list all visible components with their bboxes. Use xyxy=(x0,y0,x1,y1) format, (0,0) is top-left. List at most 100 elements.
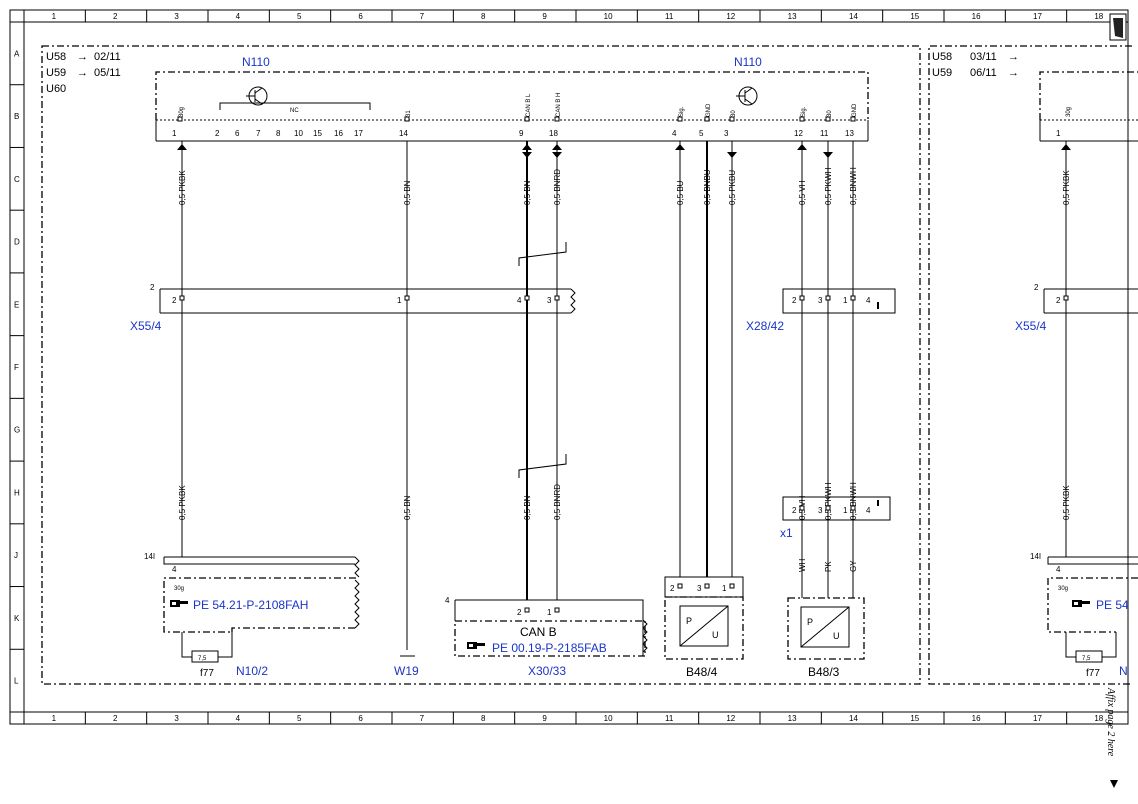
column-number: 2 xyxy=(113,12,118,21)
pin-number: 1 xyxy=(843,506,848,515)
pin-number: 4 xyxy=(866,506,871,515)
reference-link[interactable]: PE 00.19-P-2185FAB xyxy=(492,641,607,655)
pin-number: 3 xyxy=(547,296,552,305)
column-number: 14 xyxy=(849,714,858,723)
row-letter: B xyxy=(14,112,19,121)
column-number: 6 xyxy=(358,714,363,723)
column-number: 8 xyxy=(481,12,486,21)
ref-code: U59 xyxy=(932,67,952,79)
ref-page: 02/11 xyxy=(94,51,121,63)
wire-label-upper: 0,5 BNWH xyxy=(849,167,858,205)
column-number: 12 xyxy=(726,12,735,21)
pin-number: 3 xyxy=(697,584,702,593)
connector-edge: 2 xyxy=(150,283,155,292)
wire-label-upper: 0,5 PKBK xyxy=(1062,170,1071,205)
pin-name: Sig. xyxy=(679,106,685,117)
column-number: 15 xyxy=(910,714,919,723)
corner-label: 4 xyxy=(445,596,450,605)
reference-hand-icon xyxy=(1072,600,1090,607)
component-name: W19 xyxy=(394,664,419,678)
reference-hand-icon xyxy=(170,600,188,607)
column-number: 5 xyxy=(297,714,302,723)
row-letter: G xyxy=(14,426,20,435)
pin-number: 8 xyxy=(276,129,281,138)
column-number: 3 xyxy=(174,714,179,723)
pin-name: CAN B H xyxy=(556,93,562,117)
component-name: N xyxy=(1119,664,1128,678)
module-label-left: N110 xyxy=(242,55,270,69)
column-number: 17 xyxy=(1033,12,1042,21)
connector-x1: x1 xyxy=(780,496,891,540)
pin-number: 1 xyxy=(397,296,402,305)
column-number: 17 xyxy=(1033,714,1042,723)
reference-link[interactable]: PE 54 xyxy=(1096,598,1129,612)
column-number: 13 xyxy=(788,12,797,21)
ground-w19: W19 xyxy=(394,655,419,678)
pin-number: 2 xyxy=(172,296,177,305)
column-number: 4 xyxy=(236,12,241,21)
row-letter: A xyxy=(14,49,20,58)
right-page-fragment: 1 30g 14I 4 30g PE 54 7,5 f77 N xyxy=(1030,71,1138,679)
pin-number: 4 xyxy=(672,129,677,138)
pin-number: 1 xyxy=(1056,129,1061,138)
connector-name: X55/4 xyxy=(1015,319,1047,333)
ref-code: U58 xyxy=(46,51,66,63)
wire-label-upper: 0,5 BN xyxy=(523,180,532,205)
left-page-boundary xyxy=(41,45,921,685)
pin-name: GND xyxy=(852,103,858,117)
affix-note: Affix page 2 here xyxy=(1105,687,1118,788)
pin-number: 1 xyxy=(722,584,727,593)
pin-name: 30g xyxy=(174,586,184,592)
connector-x55-4-right: 2 X55/4 xyxy=(1015,283,1138,333)
row-letter: E xyxy=(14,300,19,309)
column-number: 7 xyxy=(420,714,425,723)
wire-label-lower: 0,5 BN xyxy=(523,495,532,520)
fuse-value: 7,5 xyxy=(1082,656,1091,662)
component-name: B48/3 xyxy=(808,665,840,679)
ref-arrow: → xyxy=(1008,51,1019,63)
pin-name: GND xyxy=(706,103,712,117)
module-label-right: N110 xyxy=(734,55,762,69)
wire-label-lower: 0,5 BNWH xyxy=(849,482,858,520)
row-letter: F xyxy=(14,363,19,372)
pin-number: 4 xyxy=(866,296,871,305)
reference-link[interactable]: PE 54.21-P-2108FAH xyxy=(193,598,308,612)
corner-label: 14I xyxy=(1030,552,1041,561)
ref-page: 06/11 xyxy=(970,67,997,79)
column-number: 18 xyxy=(1094,12,1103,21)
row-letter: J xyxy=(14,551,18,560)
column-number: 6 xyxy=(358,12,363,21)
reference-hand-icon xyxy=(467,642,485,649)
pin-number: 18 xyxy=(549,129,558,138)
row-letter: C xyxy=(14,175,20,184)
pin-number: 9 xyxy=(519,129,524,138)
wire-label-upper: 0,5 BNBU xyxy=(703,169,712,205)
column-number: 10 xyxy=(604,714,613,723)
down-arrow-icon xyxy=(1110,780,1118,788)
right-page-boundary xyxy=(928,45,1132,685)
connector-name: X28/42 xyxy=(746,319,784,333)
component-n10-2: 14I 4 30g PE 54.21-P-2108FAH 7,5 f77 N10… xyxy=(144,552,360,679)
sensor-wire-color: WH xyxy=(798,558,807,572)
pin-number: 16 xyxy=(334,129,343,138)
wire-label-lower: 0,5 BN xyxy=(403,495,412,520)
pin-number: 2 xyxy=(215,129,220,138)
fuse-name: f77 xyxy=(200,668,214,679)
column-number: 8 xyxy=(481,714,486,723)
wire-label-lower: 0,5 PKWH xyxy=(824,482,833,520)
wire-label-upper: 0,5 PKBU xyxy=(728,170,737,205)
column-number: 9 xyxy=(542,12,547,21)
column-number: 10 xyxy=(604,12,613,21)
column-number: 1 xyxy=(52,714,57,723)
pin-number: 2 xyxy=(670,584,675,593)
sensor-b48-4: P U B48/4 xyxy=(664,576,744,679)
column-number: 16 xyxy=(972,12,981,21)
wire-label-upper: 0,5 PKBK xyxy=(178,170,187,205)
pin-name: Sig. xyxy=(801,106,807,117)
column-number: 18 xyxy=(1094,714,1103,723)
transistor-symbol xyxy=(246,86,268,106)
wire-label-upper: 0,5 BN xyxy=(403,180,412,205)
row-letter: K xyxy=(14,614,20,623)
wire-label-upper: 0,5 VH xyxy=(798,180,807,205)
fuse-value: 7,5 xyxy=(198,656,207,662)
